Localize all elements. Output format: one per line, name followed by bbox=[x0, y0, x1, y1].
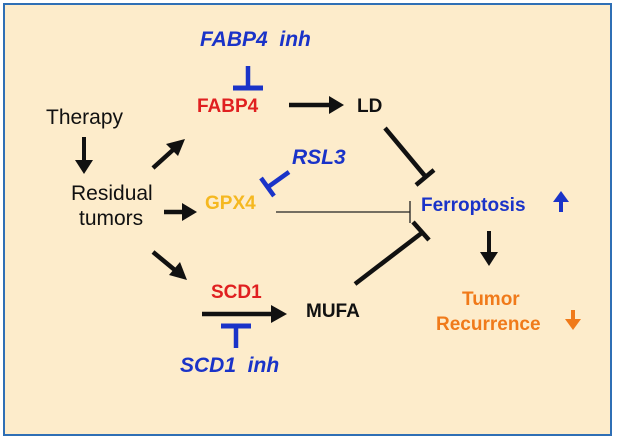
fabp4-inhibitor-bar bbox=[233, 66, 263, 91]
residual-label: Residual bbox=[71, 182, 153, 205]
rsl3-inhibitor-bar bbox=[259, 170, 291, 198]
arrow-therapy-to-residual bbox=[75, 137, 93, 174]
inhibit-mufa-to-ferroptosis bbox=[353, 220, 431, 286]
arrow-scd1-to-mufa bbox=[202, 305, 287, 323]
diagram-frame bbox=[3, 3, 612, 436]
therapy-label: Therapy bbox=[46, 106, 124, 129]
arrow-ferroptosis-to-recurrence bbox=[480, 231, 498, 266]
tumors-label: tumors bbox=[79, 207, 144, 230]
scd1-inhibitor-bar bbox=[221, 323, 251, 348]
gpx4-node: GPX4 bbox=[205, 193, 256, 214]
arrow-residual-to-fabp4 bbox=[151, 139, 185, 170]
inhibit-ld-to-ferroptosis bbox=[383, 126, 436, 187]
inhibit-gpx4-to-ferroptosis bbox=[276, 201, 411, 223]
rsl3-label: RSL3 bbox=[292, 146, 346, 169]
ferroptosis-up-arrow-icon bbox=[553, 191, 569, 212]
recurrence-label: Recurrence bbox=[436, 314, 541, 335]
tumor-label: Tumor bbox=[462, 289, 520, 310]
fabp4-node: FABP4 bbox=[197, 96, 259, 117]
arrow-fabp4-to-ld bbox=[289, 96, 344, 114]
arrow-residual-to-gpx4 bbox=[164, 203, 197, 221]
recurrence-down-arrow-icon bbox=[565, 310, 581, 330]
ld-node: LD bbox=[357, 96, 383, 117]
mufa-node: MUFA bbox=[306, 301, 360, 322]
scd1-inhibitor-label: SCD1 inh bbox=[180, 354, 280, 377]
fabp4-inhibitor-label: FABP4 inh bbox=[200, 28, 311, 51]
scd1-node: SCD1 bbox=[211, 282, 262, 303]
ferroptosis-node: Ferroptosis bbox=[421, 195, 526, 216]
arrow-residual-to-scd1 bbox=[151, 250, 187, 280]
